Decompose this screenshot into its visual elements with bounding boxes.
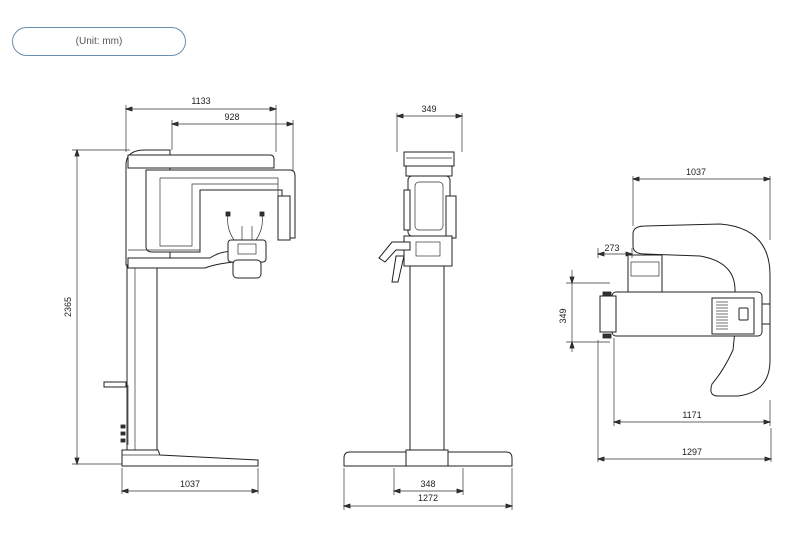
dim-1272-label: 1272 xyxy=(418,493,438,503)
dim-348-label: 348 xyxy=(420,479,435,489)
dim-top-1037-label: 1037 xyxy=(686,167,706,177)
unit-badge: (Unit: mm) xyxy=(12,27,186,56)
dim-273-label: 273 xyxy=(604,243,619,253)
top-arm xyxy=(632,223,771,397)
dim-1133-label: 1133 xyxy=(191,96,210,106)
front-dimensions: 1133 928 2365 1037 xyxy=(63,96,295,494)
dim-top-349-label: 349 xyxy=(558,308,568,323)
side-carriage xyxy=(403,235,453,267)
side-dimensions: 349 348 1272 xyxy=(342,104,514,510)
front-column xyxy=(126,264,158,451)
dim-1297-label: 1297 xyxy=(682,447,702,457)
top-view xyxy=(599,223,771,397)
dim-side-349-label: 349 xyxy=(421,104,436,114)
front-chin-rest xyxy=(227,239,267,263)
unit-label: (Unit: mm) xyxy=(75,36,123,47)
side-handle xyxy=(378,241,411,263)
front-view xyxy=(103,149,296,467)
dim-front-1037-label: 1037 xyxy=(180,479,200,489)
side-column xyxy=(409,261,445,451)
front-handle xyxy=(103,381,127,388)
side-head-top xyxy=(403,151,455,167)
dim-928-label: 928 xyxy=(224,112,239,122)
front-top-arm xyxy=(127,154,275,169)
front-base xyxy=(121,449,259,467)
top-dimensions: 1037 273 349 1171 1297 xyxy=(558,167,773,462)
front-c-arm xyxy=(145,169,296,253)
side-view xyxy=(343,151,513,467)
dim-1171-label: 1171 xyxy=(682,410,701,420)
dim-2365-label: 2365 xyxy=(63,297,73,317)
